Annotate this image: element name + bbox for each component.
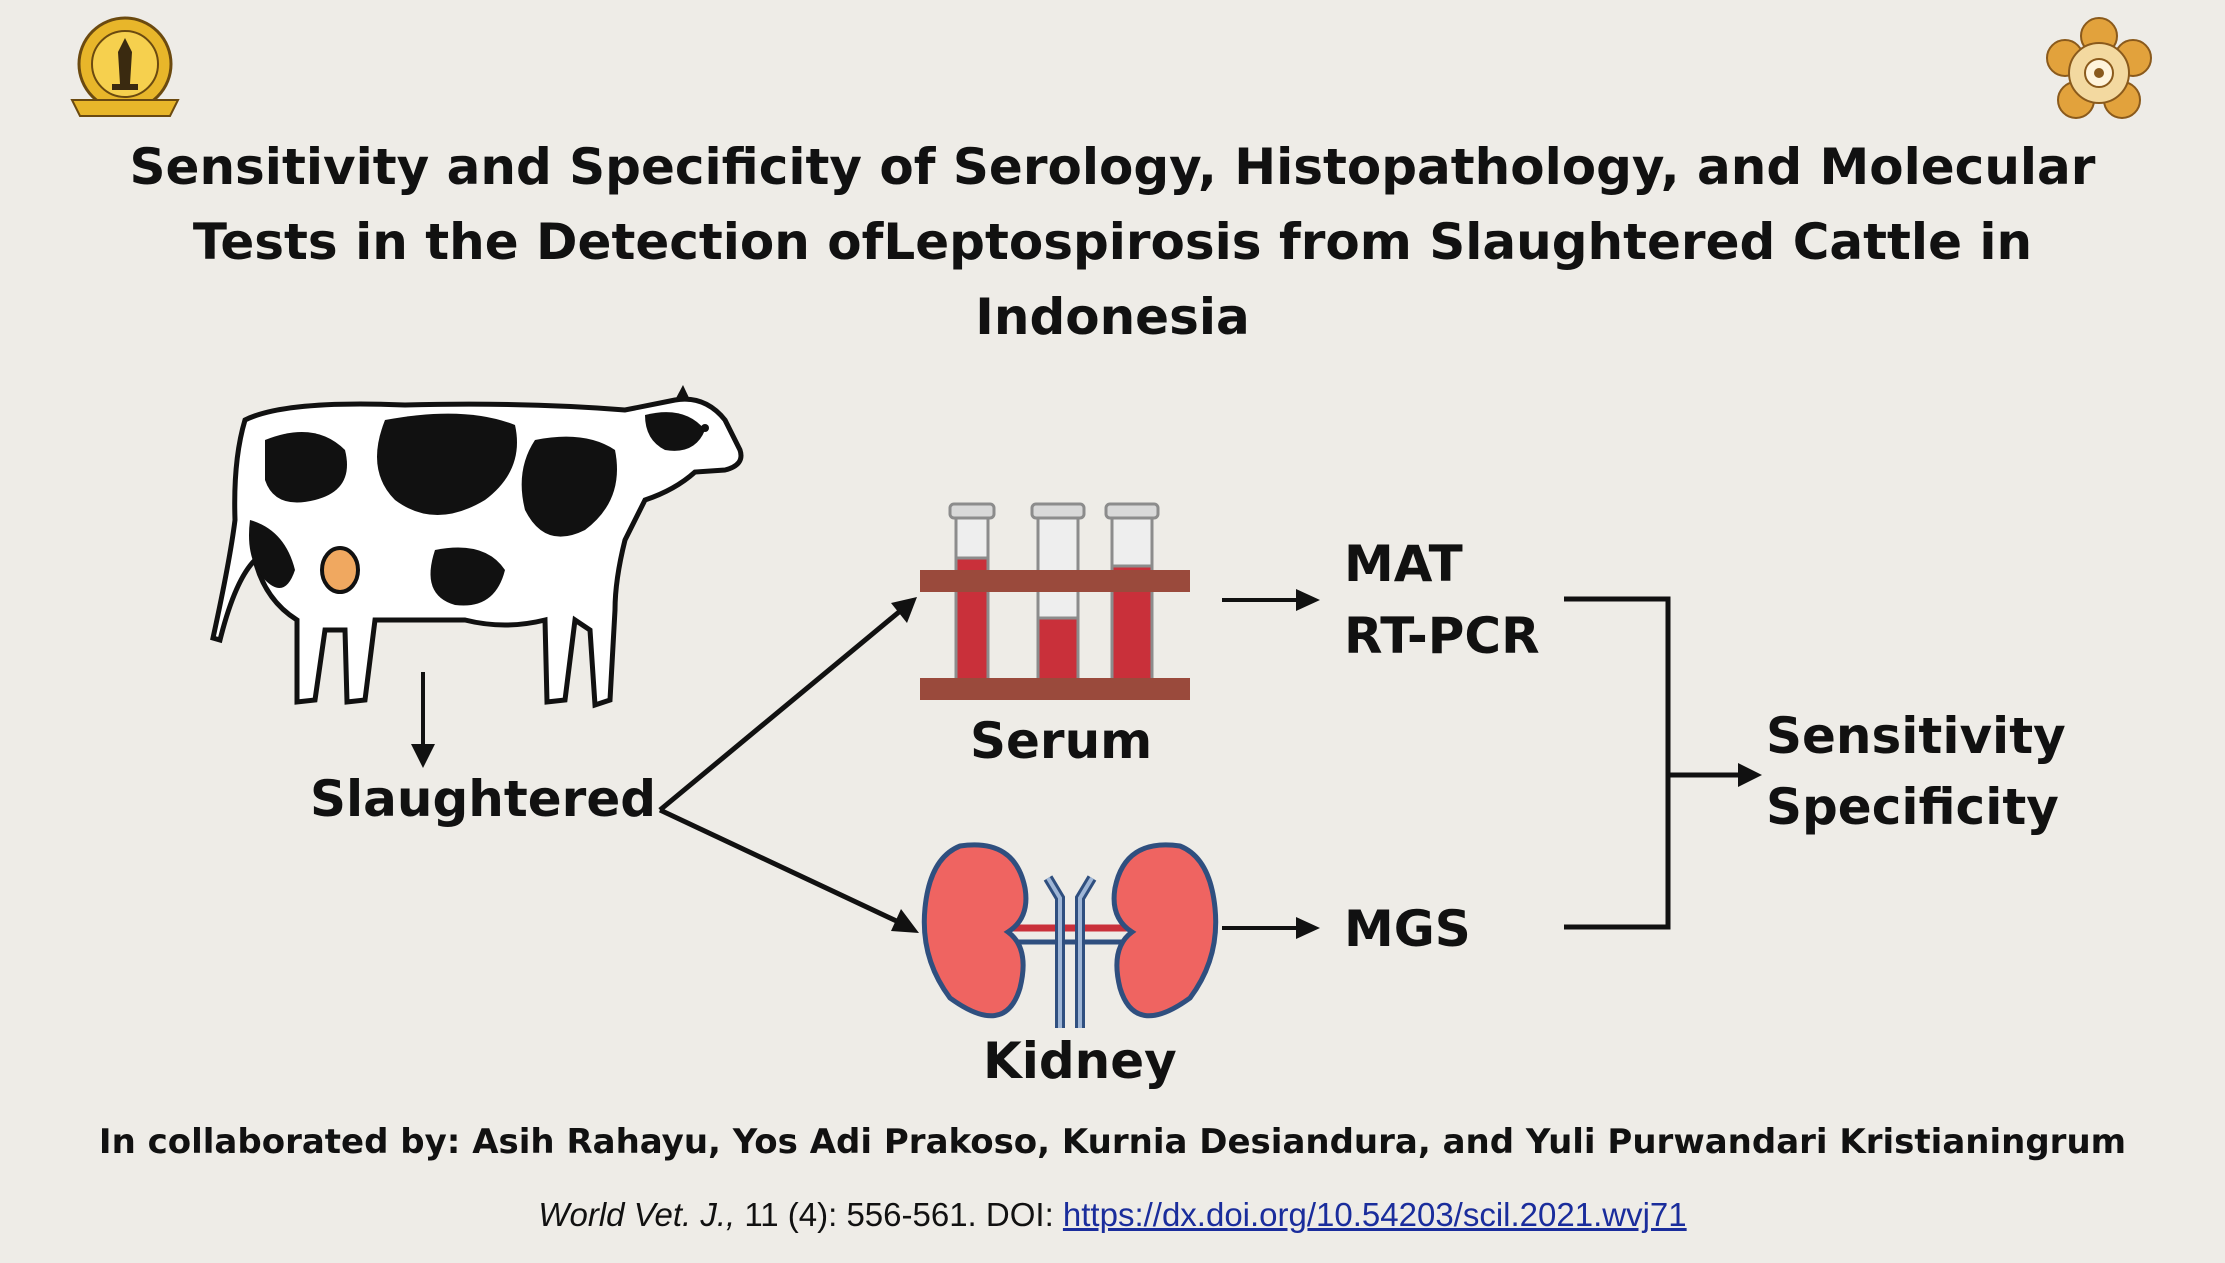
slaughtered-label: Slaughtered: [310, 770, 657, 828]
university-seal-icon: [70, 16, 180, 117]
cow-icon: [210, 385, 744, 709]
university-emblem-icon: [2046, 17, 2152, 119]
title-line-2: Tests in the Detection ofLeptospirosis f…: [192, 213, 2033, 271]
merge-bracket: [1564, 596, 1762, 930]
outcome-specificity-label: Specificity: [1766, 778, 2059, 836]
arrow-serum-to-tests: [1222, 589, 1320, 611]
page-title: Sensitivity and Specificity of Serology,…: [100, 130, 2125, 355]
serum-label: Serum: [970, 712, 1153, 770]
test-rtpcr-label: RT-PCR: [1344, 607, 1540, 665]
arrow-down-icon: [411, 672, 435, 768]
test-mgs-label: MGS: [1344, 900, 1471, 958]
credits: In collaborated by: Asih Rahayu, Yos Adi…: [98, 1122, 2127, 1162]
outcome-sensitivity-label: Sensitivity: [1766, 707, 2066, 765]
branch-arrows: [658, 597, 919, 933]
blood-tubes-icon: [920, 502, 1190, 700]
citation: World Vet. J., 11 (4): 556-561. DOI: htt…: [0, 1196, 2225, 1234]
citation-volume: 11 (4): 556-561. DOI:: [735, 1196, 1063, 1233]
title-line-1: Sensitivity and Specificity of Serology,…: [129, 138, 2096, 196]
arrow-kidney-to-tests: [1222, 917, 1320, 939]
kidney-label: Kidney: [983, 1032, 1177, 1090]
doi-link[interactable]: https://dx.doi.org/10.54203/scil.2021.wv…: [1062, 1196, 1687, 1233]
citation-journal: World Vet. J.,: [538, 1196, 736, 1233]
kidney-icon: [921, 842, 1219, 1028]
test-mat-label: MAT: [1344, 535, 1463, 593]
title-line-3: Indonesia: [975, 288, 1250, 346]
